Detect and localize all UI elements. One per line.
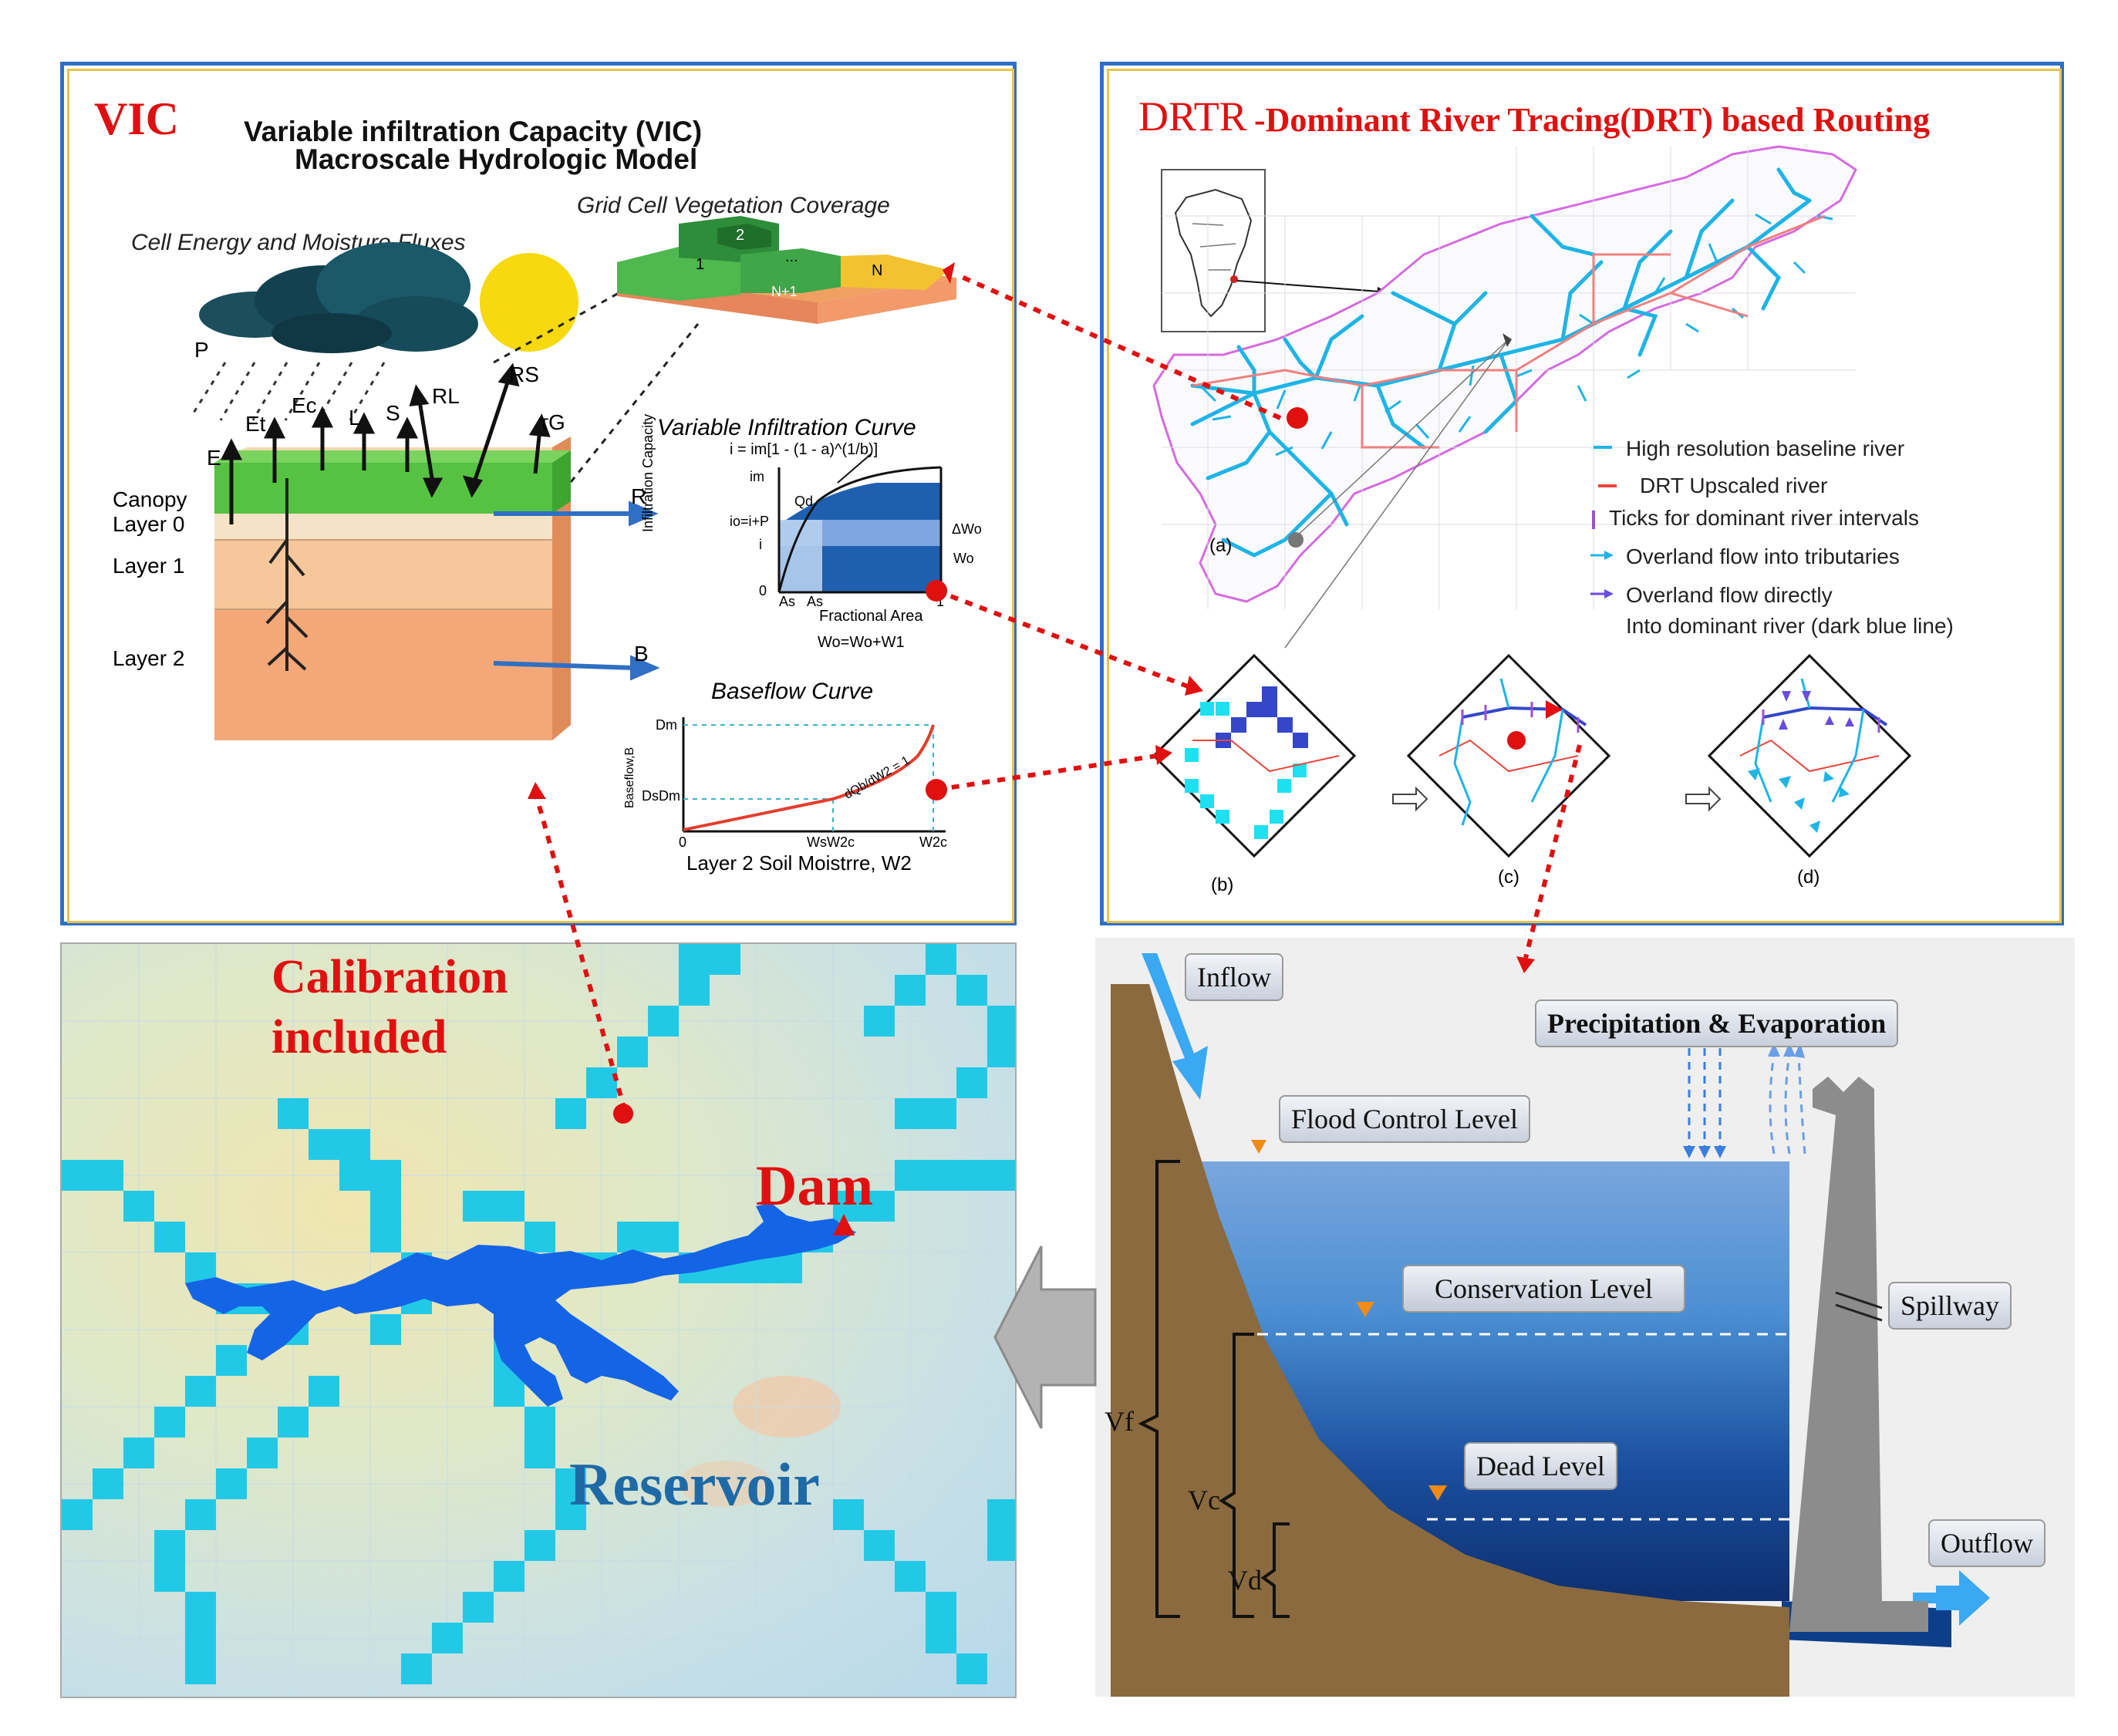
baseflow-tick-dsdm: DsDm	[642, 788, 680, 804]
baseflow-tick-dm: Dm	[656, 717, 677, 733]
infiltration-tick-im: im	[750, 469, 764, 484]
infiltration-balance: Wo=Wo+W1	[818, 634, 905, 651]
legend-overland-direct-2: Into dominant river (dark blue line)	[1626, 614, 1954, 638]
layer-2: Layer 2	[113, 646, 185, 670]
cloud-icon	[199, 242, 478, 353]
runoff-label: R	[631, 484, 647, 508]
infiltration-tick-dwo: ΔWo	[952, 521, 982, 537]
map-transfer-arrow	[993, 1246, 1097, 1429]
infiltration-tick-as2: As	[807, 594, 824, 609]
infiltration-tick-qd: Qd	[794, 494, 814, 509]
flux-label-et: Et	[245, 412, 266, 436]
spillway-label: Spillway	[1888, 1282, 2012, 1330]
legend-drt-river: DRT Upscaled river	[1640, 474, 1828, 497]
veg-tile-dots: ...	[785, 248, 798, 265]
infiltration-tick-io: io=i+P	[730, 514, 770, 529]
precip-evap-label: Precipitation & Evaporation	[1535, 999, 1899, 1047]
vegetation-tile	[617, 216, 956, 324]
dam-marker-icon	[833, 1214, 855, 1235]
africa-inset	[1161, 169, 1266, 332]
legend-high-res-river: High resolution baseline river	[1626, 437, 1905, 460]
flux-label-rs: RS	[509, 362, 539, 386]
flux-label-p: P	[194, 338, 209, 362]
basin-location-dot	[1287, 407, 1308, 429]
reservoir-map-graphic	[62, 944, 1015, 1697]
legend-ticks: Ticks for dominant river intervals	[1609, 506, 1919, 530]
terrain	[1111, 984, 1789, 1697]
flux-label-g: τG	[540, 410, 565, 434]
volume-vf-label: Vf	[1105, 1406, 1134, 1437]
outflow-label: Outflow	[1928, 1519, 2045, 1567]
infiltration-chart	[777, 453, 944, 594]
infiltration-tick-as1: As	[779, 594, 796, 609]
layer-1: Layer 1	[113, 554, 185, 578]
reservoir-water-body	[185, 1203, 856, 1407]
drtr-tag: DRTR	[1138, 93, 1247, 140]
infiltration-equation: i = im[1 - (1 - a)^(1/b)]	[730, 441, 879, 458]
veg-tile-2: 2	[736, 227, 745, 244]
baseflow-title: Baseflow Curve	[711, 679, 874, 704]
baseflow-tick-w2c: W2c	[919, 834, 947, 850]
subpanel-label-b: (b)	[1211, 875, 1234, 895]
vic-inner-frame	[67, 69, 1014, 923]
baseflow-label: B	[634, 642, 649, 666]
basin-outline	[1152, 145, 1857, 603]
infiltration-tick-0: 0	[759, 583, 767, 598]
subpanel-label-c: (c)	[1498, 867, 1519, 888]
conservation-level-label: Conservation Level	[1402, 1265, 1685, 1313]
calibration-label-2: included	[271, 1011, 447, 1064]
infiltration-title: Variable Infiltration Curve	[657, 415, 916, 440]
vic-tag: VIC	[94, 93, 180, 144]
layer-0: Layer 0	[113, 512, 185, 536]
veg-tile-1: 1	[696, 256, 705, 273]
layer-canopy: Canopy	[113, 487, 187, 511]
subpanel-label-a: (a)	[1209, 535, 1233, 556]
sun-icon	[480, 253, 578, 352]
rain-icon	[190, 362, 386, 421]
flux-label-l: L	[349, 406, 361, 430]
subpanel-label-d: (d)	[1797, 867, 1820, 888]
reservoir-map-panel	[60, 942, 1017, 1698]
volume-vc-label: Vc	[1188, 1485, 1220, 1515]
legend-overland-tributaries: Overland flow into tributaries	[1626, 544, 1900, 568]
flood-control-label: Flood Control Level	[1279, 1095, 1530, 1143]
subpanel-c	[1406, 653, 1611, 858]
drtr-title: -Dominant River Tracing(DRT) based Routi…	[1254, 101, 1931, 139]
flux-label-rl: RL	[432, 384, 460, 408]
infiltration-xlabel: Fractional Area	[819, 608, 923, 625]
flux-label-e: E	[207, 446, 221, 470]
baseflow-chart	[682, 717, 946, 833]
dam	[1789, 1077, 1928, 1632]
baseflow-tick-wsw2c: WsW2c	[807, 834, 855, 850]
drtr-inner-frame	[1107, 69, 2062, 923]
outflow-arrow	[1936, 1570, 1990, 1626]
inflow-label: Inflow	[1185, 953, 1283, 1001]
flux-label-s: S	[386, 401, 400, 425]
veg-tile-n1: N+1	[771, 284, 798, 299]
calibration-label-1: Calibration	[271, 951, 508, 1003]
volume-vd-label: Vd	[1228, 1565, 1262, 1596]
legend-overland-direct: Overland flow directly	[1626, 583, 1833, 607]
infiltration-tick-i: i	[759, 537, 762, 552]
infiltration-tick-1: 1	[936, 594, 945, 609]
calibration-point	[613, 1104, 633, 1124]
vic-title-line2: Macroscale Hydrologic Model	[295, 143, 698, 175]
reservoir-label: Reservoir	[569, 1451, 820, 1518]
inflow-arrow	[1142, 953, 1208, 1100]
drtr-diagram	[1152, 145, 1912, 858]
baseflow-xlabel: Layer 2 Soil Moistrre, W2	[686, 851, 912, 875]
veg-tile-n: N	[872, 262, 883, 279]
vic-diagram	[190, 216, 956, 833]
infiltration-tick-wo: Wo	[953, 551, 974, 566]
subpanel-d	[1707, 653, 1912, 858]
dam-label: Dam	[756, 1155, 874, 1218]
flux-label-ec: Ec	[292, 393, 317, 417]
dead-level-label: Dead Level	[1464, 1442, 1617, 1490]
vic-title-line1: Variable infiltration Capacity (VIC)	[244, 116, 703, 147]
subpanel-b	[1152, 653, 1357, 858]
baseflow-tick-0: 0	[679, 834, 687, 850]
vegetation-title: Grid Cell Vegetation Coverage	[577, 193, 890, 218]
